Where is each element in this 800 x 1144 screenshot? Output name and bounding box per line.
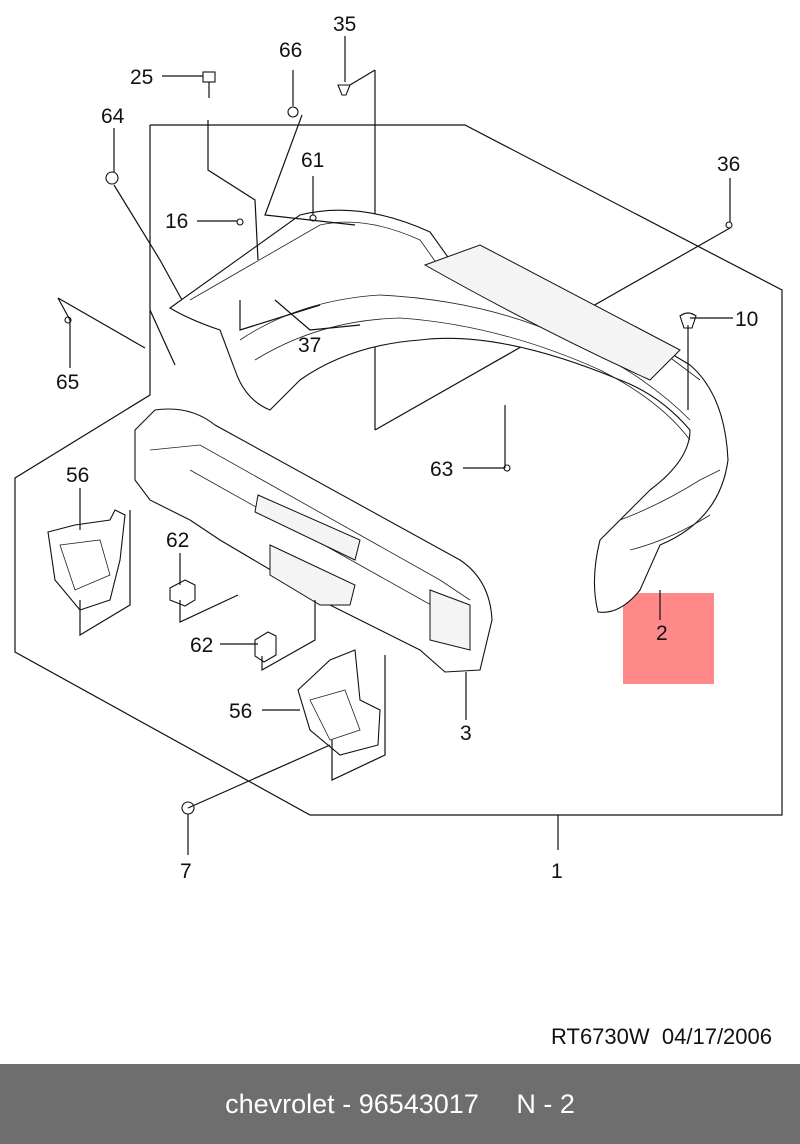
callout-labels: 35 66 25 64 61 36 16 10 37 65 63 56 62 6… bbox=[56, 13, 758, 883]
highlight-part-2 bbox=[623, 593, 714, 684]
callout-2: 2 bbox=[656, 622, 668, 645]
drawing-reference: RT6730W 04/17/2006 bbox=[551, 1024, 772, 1050]
callout-63: 63 bbox=[430, 458, 453, 481]
footer-separator: - bbox=[342, 1088, 352, 1119]
callout-10: 10 bbox=[735, 308, 758, 331]
callout-25: 25 bbox=[130, 66, 153, 89]
callout-7: 7 bbox=[180, 860, 192, 883]
bumper-absorber bbox=[134, 408, 493, 673]
leader-lines bbox=[57, 36, 733, 855]
footer-brand: chevrolet bbox=[225, 1088, 335, 1119]
bumper-fascia bbox=[168, 209, 729, 613]
footer-bar: chevrolet - 96543017 N - 2 bbox=[0, 1064, 800, 1144]
callout-3: 3 bbox=[460, 722, 472, 745]
callout-36: 36 bbox=[717, 153, 740, 176]
callout-61: 61 bbox=[301, 149, 324, 172]
callout-64: 64 bbox=[101, 105, 125, 128]
callout-62-upper: 62 bbox=[166, 529, 189, 552]
callout-65: 65 bbox=[56, 371, 79, 394]
assembly-outline bbox=[14, 69, 783, 850]
callout-56-bottom: 56 bbox=[229, 700, 252, 723]
reference-date: 04/17/2006 bbox=[661, 1024, 772, 1049]
callout-16: 16 bbox=[165, 210, 188, 233]
clips-62 bbox=[169, 579, 316, 672]
callout-1: 1 bbox=[551, 860, 563, 883]
bracket-56-bottom bbox=[297, 649, 386, 781]
callout-35: 35 bbox=[333, 13, 356, 36]
callout-56-left: 56 bbox=[66, 464, 89, 487]
callout-62-lower: 62 bbox=[190, 634, 213, 657]
callout-37: 37 bbox=[298, 334, 321, 357]
footer-page: N - 2 bbox=[516, 1088, 575, 1119]
fasteners bbox=[64, 71, 733, 815]
bracket-56-left bbox=[47, 509, 131, 637]
exploded-parts-diagram: 35 66 25 64 61 36 16 10 37 65 63 56 62 6… bbox=[14, 13, 783, 883]
footer-part-number: 96543017 bbox=[358, 1088, 479, 1119]
callout-66: 66 bbox=[279, 39, 302, 62]
reference-code: RT6730W bbox=[551, 1024, 650, 1049]
